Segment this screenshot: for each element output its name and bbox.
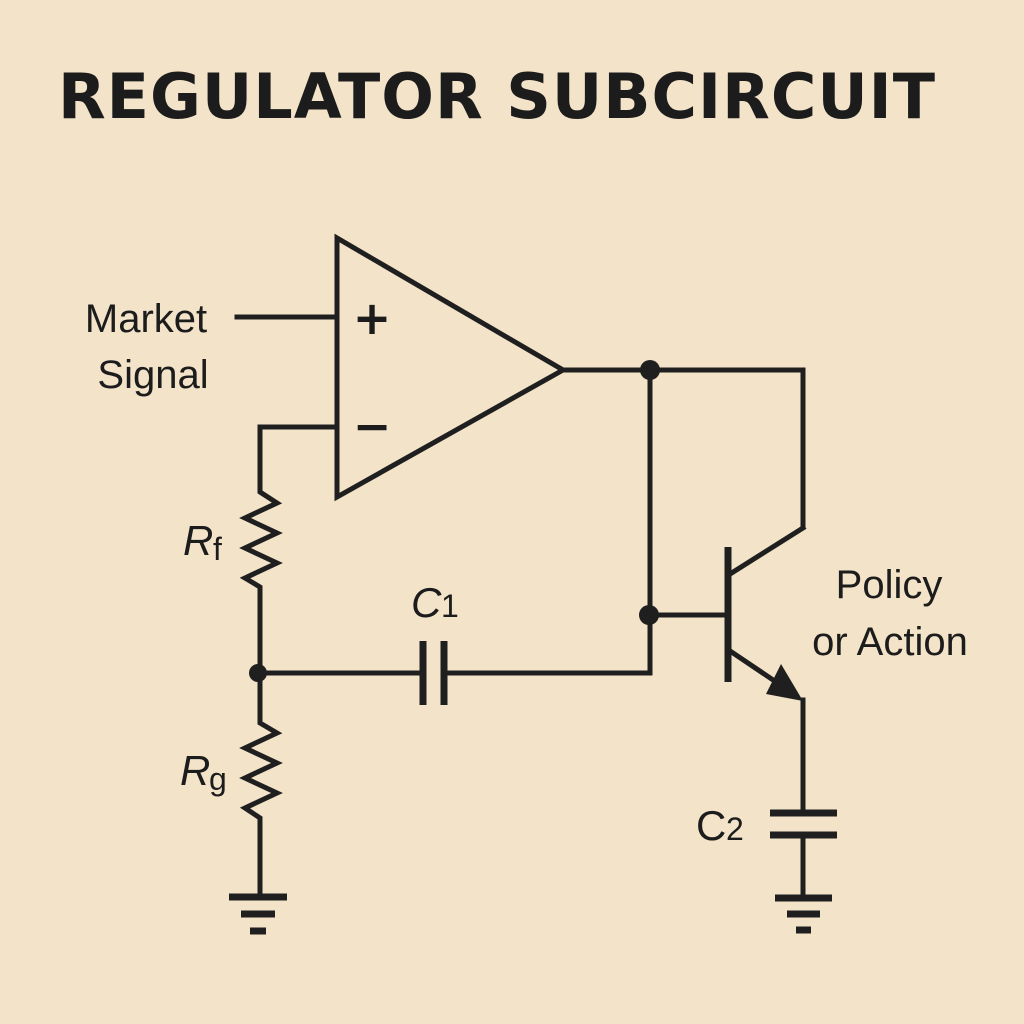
resistor-rg-zigzag [239,717,283,825]
c1-right-wire [442,367,653,676]
junction-output [640,360,660,380]
input-label-line2: Signal [97,353,208,397]
capacitor-c2-subscript: 2 [726,811,744,847]
output-label-line1: Policy [836,563,943,607]
capacitor-c1-subscript: 1 [441,588,459,624]
resistor-rg: R g [180,717,283,825]
non-inverting-input-sign: + [353,291,392,345]
transistor-collector [726,524,807,578]
ground-icon-right [775,894,832,934]
npn-transistor [724,524,807,701]
emitter-arrow-icon [766,664,803,701]
resistor-rg-subscript: g [209,761,227,797]
output-label-line2: or Action [812,620,968,664]
inverting-feedback-wire [257,424,340,493]
resistor-rf-zigzag [239,487,283,593]
resistor-rf-subscript: f [213,531,222,567]
resistor-rg-label: R [180,747,210,794]
capacitor-c1: C 1 [411,579,459,705]
ground-icon-left [229,893,287,935]
diagram-title: REGULATOR SUBCIRCUIT [58,60,936,133]
resistor-rf: R f [183,487,283,593]
inverting-input-sign: − [353,399,392,453]
resistor-rf-label: R [183,517,213,564]
capacitor-c2: C 2 [696,802,837,849]
input-label-line1: Market [85,297,207,341]
op-amp-symbol: + − [334,233,569,502]
output-wire [560,367,806,530]
op-amp-triangle [334,233,569,502]
capacitor-c2-label: C [696,802,726,849]
capacitor-c1-label: C [411,579,442,626]
